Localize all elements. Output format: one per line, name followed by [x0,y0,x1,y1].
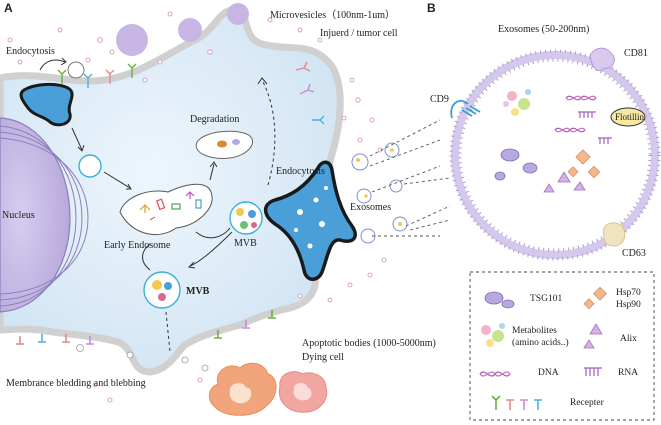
label-endocytosis-right: Endocytosis [276,166,325,177]
arrow-endosome-to-mvb [195,227,231,239]
arrowhead [77,144,85,152]
nucleus-membrane-folds [0,125,89,307]
cd63-protein [602,222,626,247]
apoptotic-fragment [293,382,312,401]
released-exosomes [351,142,408,244]
label-membrane-blebbing: Membrance bledding and blebbing [6,378,146,389]
label-cd63: CD63 [622,248,646,259]
endosome-cargo [139,191,202,221]
arrow-mvb-loop [142,243,151,271]
label-early-endosome: Early Endosome [104,240,171,251]
degraded-cargo [232,139,240,145]
exosome-dna-rna [554,95,612,144]
arrowhead [257,77,268,85]
exosome-outer-membrane [451,51,659,259]
legend-tsg101: TSG101 [530,294,563,304]
flotillin-protein [610,107,646,127]
label-cd81: CD81 [624,48,648,59]
label-exosome-title: Exosomes (50-200nm) [498,24,590,35]
label-nucleus: Nucleus [2,210,35,221]
arrow-endo-in [39,59,66,71]
mvb-vesicle [158,293,166,301]
exosome-contents [494,89,601,193]
early-endosome [119,183,213,236]
label-endocytosis-left: Endocytosis [6,46,55,57]
exosome-bilayer-dots-inner [458,58,652,252]
arrow-to-endosome [103,171,131,189]
bleb-vesicles [76,344,209,372]
label-injured-cell: Injuerd / tumor cell [320,28,398,39]
legend-metabolites: Metabolites [512,326,557,336]
nucleus [0,117,71,313]
arrow-to-microvesicles [261,79,276,186]
mvb-bottom [143,271,181,309]
label-degradation: Degradation [190,114,240,125]
mvb-vesicle [240,221,248,229]
endocytosis-vesicle-right [263,160,357,281]
mvb-vesicle [236,208,244,216]
label-apoptotic-bodies: Apoptotic bodies (1000-5000nm) [302,338,436,349]
arrow-endo-down [71,127,83,151]
arrowhead [126,183,132,190]
mvb-vesicle [251,222,257,228]
legend-amino-acids: (amino acids..) [512,338,569,348]
panel-label-b: B [427,1,436,15]
apoptotic-fragment [229,383,252,404]
legend-hsp90: Hsp90 [616,300,641,310]
legend-rna: RNA [618,368,639,378]
mvb-vesicle [248,210,256,218]
extracellular-dots [7,11,387,403]
legend-dna: DNA [538,368,559,378]
zoom-lines [369,119,451,237]
label-microvesicles: Microvesicles（100nm-1um） [270,10,395,21]
arrowhead [60,57,67,66]
label-mvb-bottom: MVB [186,286,210,297]
label-dying-cell: Dying cell [302,352,344,363]
arrow-mvb-bottom-down [165,311,171,353]
mvb-vesicle [152,280,162,290]
legend-alix: Alix [620,334,637,344]
label-flotillin: Flotillin [615,112,645,122]
legend-hsp70: Hsp70 [616,288,641,298]
mvb-center [229,201,263,235]
arrowhead [209,161,218,168]
legend-receptor: Recepter [570,398,604,408]
label-mvb-center: MVB [234,238,257,249]
membrane-receptors-bottom [16,310,276,345]
legend-icons [479,286,607,410]
small-vesicle-top [67,61,85,79]
cd9-protein [450,99,481,119]
label-exosomes-small: Exosomes [350,202,392,213]
label-cd9: CD9 [430,94,449,105]
exosome-bilayer-dots [449,49,661,261]
mvb-vesicle [164,282,172,290]
arrow-mvb-to-mvb [189,231,233,267]
arrow-to-degradation [209,163,215,181]
arrowhead [187,261,196,269]
degraded-cargo [217,140,227,148]
panel-label-a: A [4,1,13,15]
membrane-receptors-top [57,61,325,125]
endocytosis-right-vesicles [294,186,328,249]
exosome-cargo-dots [356,148,402,226]
microvesicles [116,3,249,56]
cd81-protein [589,47,615,72]
endocytosis-vesicle-left [19,82,74,127]
early-vesicle [78,154,102,178]
